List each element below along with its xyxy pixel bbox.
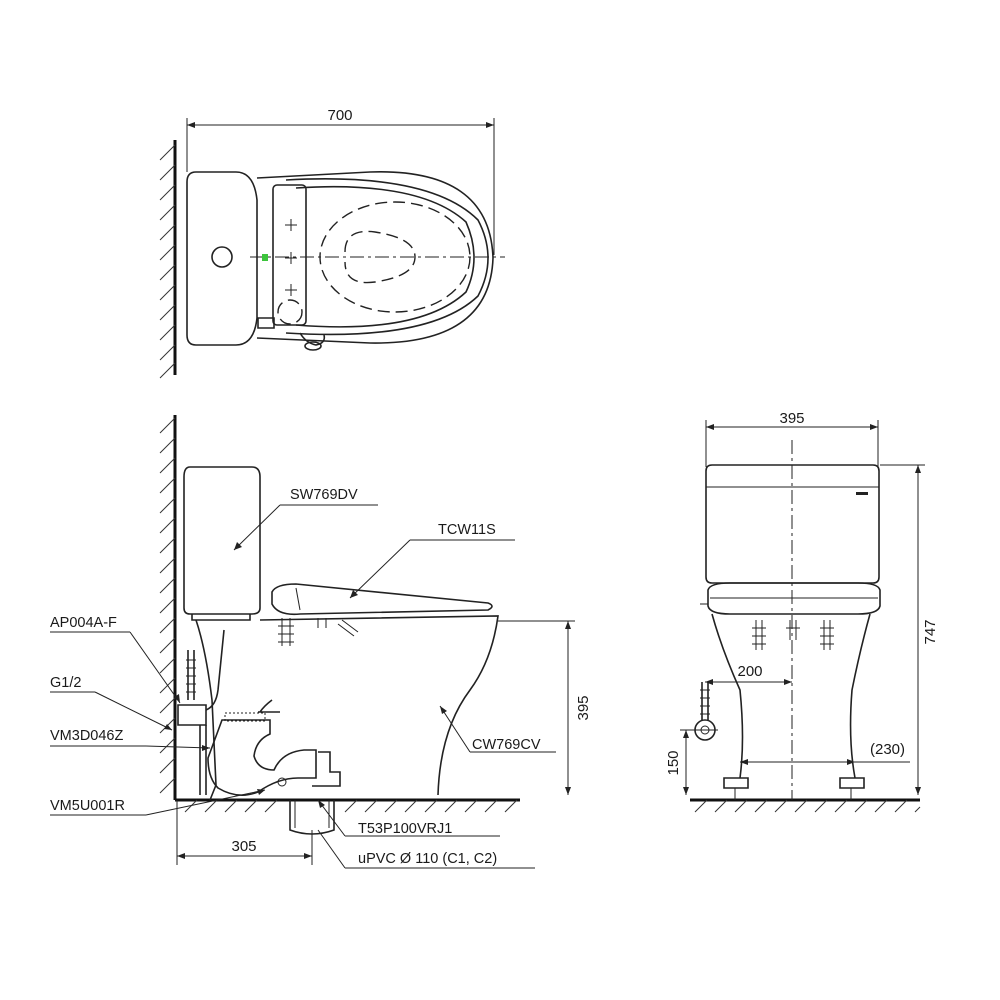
label-valve-part: VM3D046Z [50, 728, 123, 744]
label-adapter: T53P100VRJ1 [358, 821, 452, 837]
label-angle-valve: AP004A-F [50, 615, 117, 631]
top-wall-hatch [159, 144, 176, 379]
front-tank [705, 464, 880, 584]
label-bowl: CW769CV [472, 737, 541, 753]
tank-logo-icon [856, 492, 868, 495]
dim-747: 747 [922, 619, 939, 644]
label-drain-pipe: uPVC Ø 110 (C1, C2) [358, 851, 497, 867]
front-view: 395 747 200 1 [665, 410, 939, 813]
label-hose: VM5U001R [50, 798, 125, 814]
top-valve-knob [304, 341, 322, 351]
front-seat [707, 582, 881, 615]
indicator-icon [262, 254, 268, 261]
dim-395-side: 395 [575, 695, 592, 720]
top-view: 700 [159, 107, 505, 379]
label-seat: TCW11S [438, 522, 496, 538]
top-seat [285, 178, 489, 336]
side-bowl [259, 615, 499, 796]
flush-button-icon [211, 246, 233, 268]
hinge-circle [277, 299, 303, 325]
dim-305: 305 [231, 838, 256, 855]
dim-230: (230) [870, 741, 905, 758]
side-view: 395 305 SW769DV TCW11S AP004A-F G1/2 VM3… [50, 415, 592, 869]
front-bolt-left [752, 620, 766, 650]
front-pedestal [711, 613, 871, 779]
top-tank [186, 171, 258, 346]
seat-bolt-icon [278, 618, 294, 646]
trapway [207, 719, 317, 796]
dim-150: 150 [665, 750, 682, 775]
dim-700: 700 [327, 107, 352, 124]
label-thread: G1/2 [50, 675, 81, 691]
top-bowl-outer [256, 171, 494, 344]
dim-395-front: 395 [779, 410, 804, 427]
label-tank: SW769DV [290, 487, 358, 503]
front-bolt-right [820, 620, 834, 650]
bowl-water-dashed [344, 230, 416, 284]
drain-pipe [289, 800, 335, 835]
side-seat [271, 583, 493, 616]
seat-hinge-block [272, 184, 307, 326]
angle-valve [177, 704, 207, 726]
dim-200: 200 [737, 663, 762, 680]
side-tank [183, 466, 261, 615]
